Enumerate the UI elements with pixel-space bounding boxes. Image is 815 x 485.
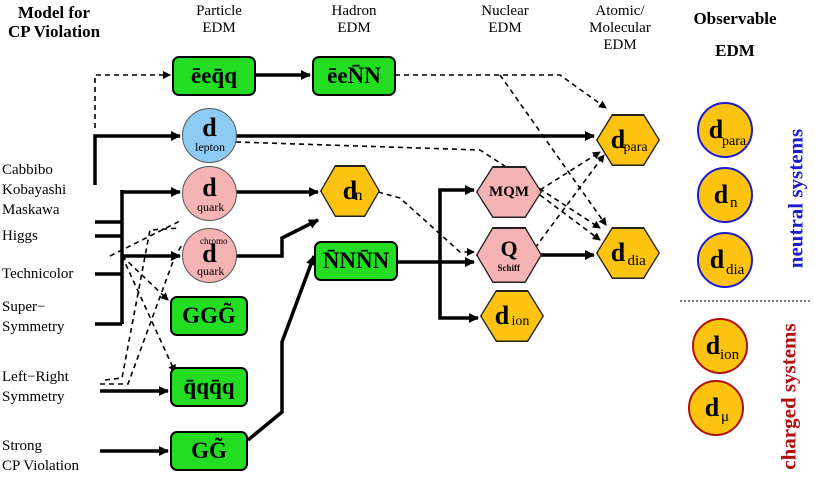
- observable-para-symbol: d: [708, 115, 724, 144]
- charged-systems-label: charged systems: [776, 323, 801, 470]
- dia-edm-symbol: d: [610, 238, 626, 267]
- neutron-edm-symbol: d: [342, 176, 358, 205]
- observable-dia: d dia: [697, 232, 753, 288]
- model-supersymmetry: Super− Symmetry: [2, 299, 65, 335]
- operator-eeqq: ēeq̄q: [172, 56, 256, 96]
- operator-gg: GG̃: [170, 431, 248, 471]
- observable-neutron-symbol: d: [713, 180, 729, 209]
- observable-neutron-subscript: n: [730, 195, 738, 211]
- ion-edm-symbol: d: [494, 301, 510, 330]
- model-left-right: Left−Right Symmetry: [2, 369, 69, 405]
- header-nuclear-edm: Nuclear EDM: [481, 3, 529, 36]
- operator-qqqq: q̄qq̄q: [170, 367, 248, 407]
- schiff-symbol: Q: [500, 236, 518, 261]
- neutral-systems-label: neutral systems: [783, 128, 808, 269]
- observable-ion-symbol: d: [705, 331, 721, 360]
- observable-muon-symbol: d: [704, 393, 720, 422]
- observable-dia-subscript: dia: [726, 262, 745, 278]
- mqm-hex: MQM: [476, 166, 542, 218]
- neutron-edm-hex: d n: [320, 165, 380, 217]
- chromo-edm-symbol: d: [202, 238, 217, 268]
- model-technicolor: Technicolor: [2, 266, 74, 282]
- model-strong-cp: Strong CP Violation: [2, 438, 80, 474]
- quark-edm-subscript: quark: [197, 200, 225, 214]
- header-particle-edm: Particle EDM: [196, 3, 242, 36]
- quark-chromo-edm: chromo d quark: [182, 228, 237, 283]
- quark-edm-symbol: d: [202, 172, 217, 202]
- observable-ion: d ion: [692, 318, 748, 374]
- header-model: Model for CP Violation: [7, 3, 101, 41]
- model-higgs: Higgs: [2, 228, 38, 244]
- observable-para: d para: [697, 102, 753, 158]
- observable-dia-symbol: d: [709, 245, 725, 274]
- observable-ion-subscript: ion: [720, 347, 740, 363]
- neutron-edm-subscript: n: [354, 186, 363, 204]
- lepton-edm: d lepton: [182, 108, 237, 163]
- observable-neutron: d n: [697, 167, 753, 223]
- model-ckm: Cabbibo Kobayashi Maskawa: [2, 162, 67, 218]
- chromo-edm-subscript: quark: [197, 264, 225, 278]
- mqm-label: MQM: [489, 183, 529, 200]
- para-edm-symbol: d: [610, 125, 626, 154]
- para-edm-subscript: para: [623, 139, 648, 155]
- dia-edm-hex: d dia: [596, 227, 660, 279]
- lepton-edm-symbol: d: [202, 112, 217, 142]
- header-observable-edm: Observable EDM: [693, 9, 777, 60]
- operator-eenn: ēeN̄N: [312, 56, 396, 96]
- dia-edm-subscript: dia: [627, 252, 646, 269]
- observable-para-subscript: para: [722, 134, 747, 149]
- chromo-superscript: chromo: [200, 236, 228, 246]
- header-hadron-edm: Hadron EDM: [331, 3, 377, 36]
- operator-ggg: GGG̃: [170, 296, 248, 336]
- observable-muon-subscript: μ: [721, 409, 730, 425]
- header-atomic-edm: Atomic/ Molecular EDM: [589, 3, 651, 53]
- quark-edm: d quark: [182, 166, 237, 221]
- ion-edm-subscript: ion: [511, 313, 530, 329]
- operator-nnnn: N̄NN̄N: [314, 241, 398, 281]
- para-edm-hex: d para: [596, 114, 660, 166]
- lepton-edm-subscript: lepton: [195, 140, 225, 154]
- observable-muon: d μ: [688, 380, 744, 436]
- schiff-subscript: Schiff: [497, 262, 521, 273]
